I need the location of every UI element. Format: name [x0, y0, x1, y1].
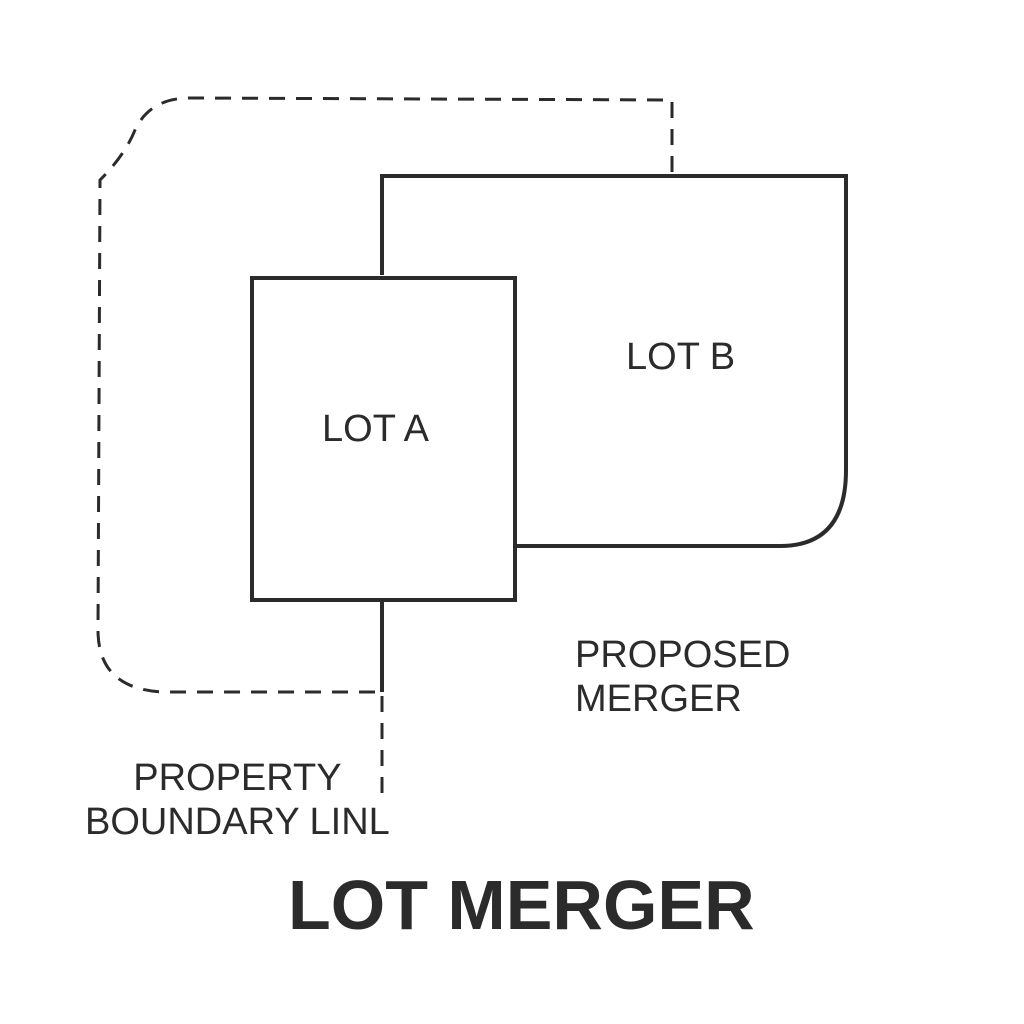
lot-b-label: LOT B: [626, 336, 736, 378]
lot-b-outline: [380, 174, 848, 548]
property-boundary-dashed-line: [96, 96, 674, 800]
lot-a-label: LOT A: [322, 408, 430, 450]
diagram-title: LOT MERGER: [288, 866, 755, 944]
property-boundary-label: PROPERTY BOUNDARY LINL: [85, 757, 390, 843]
proposed-merger-label: PROPOSED MERGER: [575, 634, 791, 720]
